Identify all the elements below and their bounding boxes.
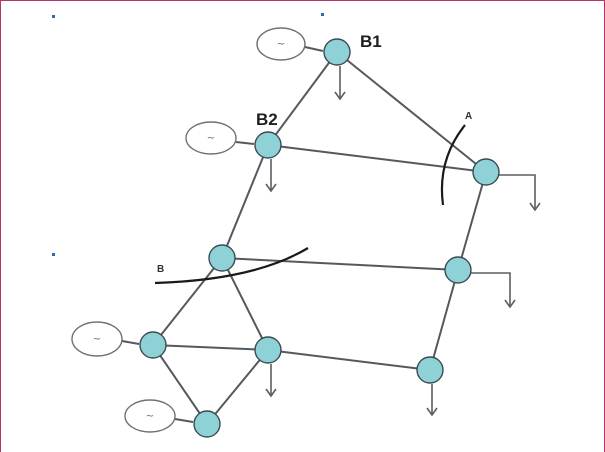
bus-b1 [323,38,351,66]
generator-symbol: ~ [93,334,101,345]
generator-symbol: ~ [207,133,215,144]
line-b1-right-top [336,51,487,173]
gen-link-b1 [304,46,324,52]
scan-specks [52,13,324,256]
line-lower-left-lower-center [152,344,269,351]
generator-bottom: ~ [124,399,176,433]
buses [139,38,500,438]
generators: ~ ~ ~ ~ [71,27,306,433]
line-right-top-right-mid [457,171,487,271]
cut-curve-b [154,247,309,285]
gen-link-bottom [174,418,194,423]
load-arrow-right-mid [471,272,516,309]
generator-symbol: ~ [277,39,285,50]
bus-lower-left [139,331,167,359]
cut-label-a: A [465,111,472,122]
bus-bottom [193,410,221,438]
load-arrow-b1 [334,66,346,101]
line-lower-center-bottom [206,349,269,425]
line-b2-mid-left [221,144,269,259]
generator-connections [121,46,324,423]
bus-right-top [472,158,500,186]
cut-label-b: B [157,264,164,275]
line-right-mid-right-bottom [429,269,459,371]
load-arrows [265,66,541,417]
cut-curve-a [440,124,466,206]
line-mid-left-lower-left [152,257,223,346]
gen-link-lower-left [121,340,140,345]
transmission-lines [152,51,487,425]
bus-label-b1: B1 [360,32,382,51]
line-mid-left-right-mid [221,257,459,271]
generator-b2: ~ [185,121,237,155]
line-lower-left-bottom [152,344,208,425]
load-arrow-b2 [265,159,277,193]
bus-label-b2: B2 [256,110,278,129]
bus-b2 [254,131,282,159]
bus-right-bottom [416,356,444,384]
line-lower-center-right-bottom [267,349,431,371]
generator-lower-left: ~ [71,321,123,357]
line-b1-b2 [267,51,338,146]
generator-b1: ~ [256,27,306,61]
load-arrow-right-top [499,174,541,212]
bus-right-mid [444,256,472,284]
bus-lower-center [254,336,282,364]
line-mid-left-lower-center [221,257,269,351]
line-b2-right-top [267,144,487,173]
gen-link-b2 [235,141,255,145]
generator-symbol: ~ [146,411,154,422]
load-arrow-right-bottom [426,384,438,417]
bus-mid-left [208,244,236,272]
load-arrow-lower-center [265,364,277,398]
cut-curves [154,124,466,285]
